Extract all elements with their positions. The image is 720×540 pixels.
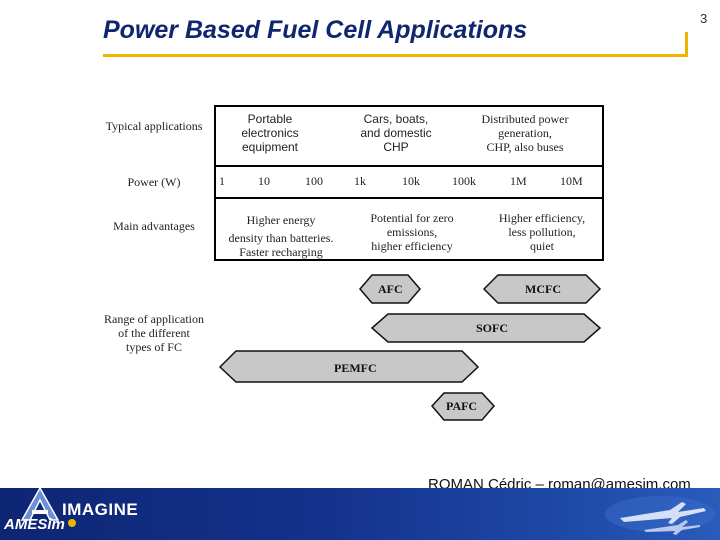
advantage-portable: Higher energy density than batteries. Fa… [222, 211, 340, 261]
power-tick: 10 [258, 174, 270, 188]
advantage-line: higher efficiency [371, 239, 453, 253]
row-label-applications: Typical applications [105, 119, 203, 133]
slide-title: Power Based Fuel Cell Applications [103, 16, 528, 44]
pemfc-label: PEMFC [334, 361, 377, 375]
mcfc-range-arrow [482, 274, 602, 304]
sofc-range-arrow [370, 313, 602, 343]
row-label-range: Range of application of the different ty… [104, 312, 204, 354]
application-line: CHP, also buses [486, 140, 564, 154]
footer-bar [0, 488, 720, 540]
application-line: CHP [383, 140, 409, 154]
advantage-line: less pollution, [508, 225, 576, 239]
pafc-range-arrow [430, 392, 496, 421]
advantage-line: Faster recharging [239, 245, 323, 259]
application-distributed: Distributed power generation, CHP, also … [470, 112, 580, 154]
advantage-cars: Potential for zero emissions, higher eff… [356, 211, 468, 253]
slide-number: 3 [700, 11, 708, 26]
advantage-distributed: Higher efficiency, less pollution, quiet [484, 211, 600, 253]
advantage-line: Potential for zero [370, 211, 454, 225]
power-tick: 1 [219, 174, 225, 188]
power-tick: 100 [305, 174, 323, 188]
application-line: Portable [247, 112, 293, 126]
power-tick: 100k [452, 174, 476, 188]
power-tick: 10k [402, 174, 420, 188]
power-scale-panel [216, 167, 602, 197]
amesim-logo-dot [68, 519, 76, 527]
application-cars: Cars, boats, and domestic CHP [346, 112, 446, 154]
afc-range-arrow [359, 274, 421, 304]
application-line: Distributed power [481, 112, 569, 126]
advantages-panel [216, 199, 602, 259]
pafc-label: PAFC [446, 399, 478, 413]
mcfc-label: MCFC [525, 282, 561, 296]
amesim-logo-icon [20, 486, 60, 521]
title-bracket [103, 32, 688, 57]
application-line: equipment [241, 140, 299, 154]
power-tick: 1k [354, 174, 366, 188]
imagine-logo: IMAGINE [62, 500, 139, 519]
application-line: and domestic [360, 126, 432, 140]
advantage-line: quiet [530, 239, 554, 253]
afc-label: AFC [378, 282, 403, 296]
advantage-line: Higher efficiency, [498, 211, 586, 225]
aircraft-graphic [605, 496, 715, 535]
applications-panel [216, 107, 602, 165]
advantage-line: emissions, [386, 225, 438, 239]
advantage-line: density than batteries. [228, 231, 334, 245]
application-portable: Portable electronics equipment [220, 112, 320, 154]
application-line: Cars, boats, [363, 112, 429, 126]
row-label-power: Power (W) [127, 175, 181, 189]
advantage-line: Higher energy [246, 213, 316, 227]
power-tick: 10M [560, 174, 583, 188]
power-tick: 1M [510, 174, 527, 188]
sofc-label: SOFC [476, 321, 509, 335]
application-line: generation, [498, 126, 552, 140]
row-label-advantages: Main advantages [113, 219, 195, 233]
application-line: electronics [241, 126, 299, 140]
pemfc-range-arrow [218, 350, 480, 383]
amesim-logo-text: AMESim [4, 516, 65, 533]
